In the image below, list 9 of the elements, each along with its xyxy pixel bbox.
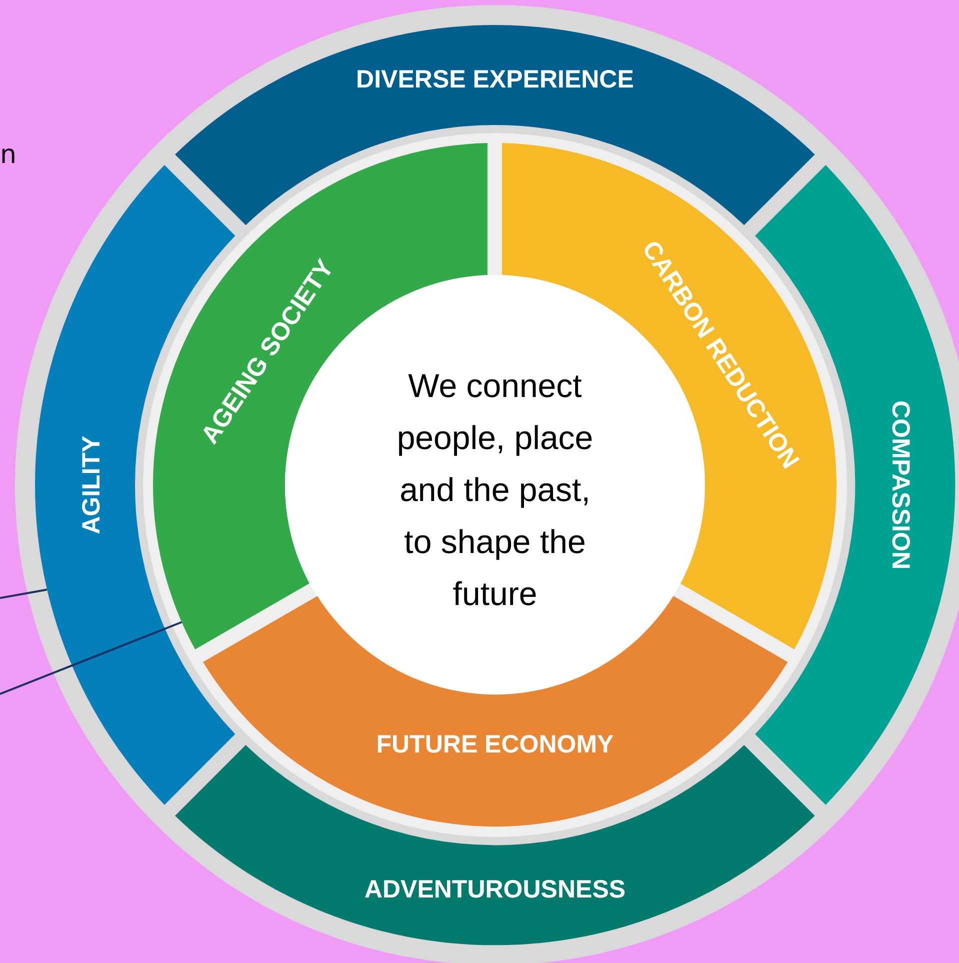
segment-label: DIVERSE EXPERIENCE — [356, 66, 634, 94]
segment-label: FUTURE ECONOMY — [376, 730, 614, 760]
segment-label: ADVENTUROUSNESS — [364, 875, 626, 904]
leader-line — [0, 621, 182, 695]
note-text: n — [0, 140, 16, 170]
segment-label: COMPASSION — [885, 400, 914, 570]
center-text: We connect people, place and the past, to shape the future — [396, 366, 594, 614]
segment-label: AGILITY — [78, 436, 106, 534]
leader-line — [0, 588, 48, 599]
